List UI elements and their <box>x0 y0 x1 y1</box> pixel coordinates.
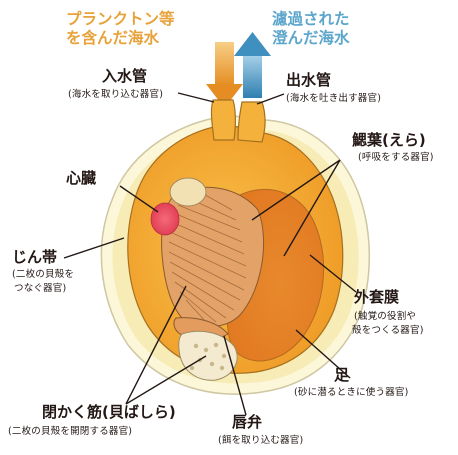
foot-label: 足 <box>334 368 349 383</box>
gill-label: 鰓葉(えら) <box>352 133 426 148</box>
upper-organ-shape <box>170 178 206 206</box>
inflow-text: プランクトン等 を含んだ海水 <box>66 10 175 48</box>
mantle-desc-2: 殻をつくる器官) <box>352 326 424 336</box>
palp-label: 唇弁 <box>232 415 262 430</box>
exhalant-siphon-label: 出水管 <box>286 73 331 88</box>
intake-siphon-desc: (海水を取り込む器官) <box>68 90 163 100</box>
heart-label: 心臓 <box>66 171 96 186</box>
mantle-label: 外套膜 <box>354 290 399 305</box>
intake-siphon-label: 入水管 <box>102 69 147 84</box>
mantle-desc-1: (触覚の役割や <box>354 312 416 322</box>
ligament-desc-1: (二枚の貝殻を <box>12 270 74 280</box>
inflow-line-2: を含んだ海水 <box>66 29 175 48</box>
exhalant-siphon-desc: (海水を吐き出す器官) <box>286 94 381 104</box>
inflow-line-1: プランクトン等 <box>66 10 175 29</box>
outflow-line-2: 澄んだ海水 <box>272 29 350 48</box>
ligament-desc-2: つなぐ器官) <box>14 284 66 294</box>
intake-siphon-shape <box>211 100 235 140</box>
outflow-line-1: 濾過された <box>272 10 350 29</box>
palp-desc: (餌を取り込む器官) <box>218 436 303 446</box>
foot-desc: (砂に潜るときに使う器官) <box>294 388 409 398</box>
adductor-label: 閉かく筋(貝ばしら) <box>42 405 176 420</box>
ligament-label: じん帯 <box>12 250 57 265</box>
gill-desc: (呼吸をする器官) <box>358 153 434 163</box>
heart-shape <box>151 203 179 235</box>
exhalant-siphon-shape <box>238 102 265 142</box>
adductor-desc: (二枚の貝殻を開閉する器官) <box>8 427 132 437</box>
outflow-text: 濾過された 澄んだ海水 <box>272 10 350 48</box>
